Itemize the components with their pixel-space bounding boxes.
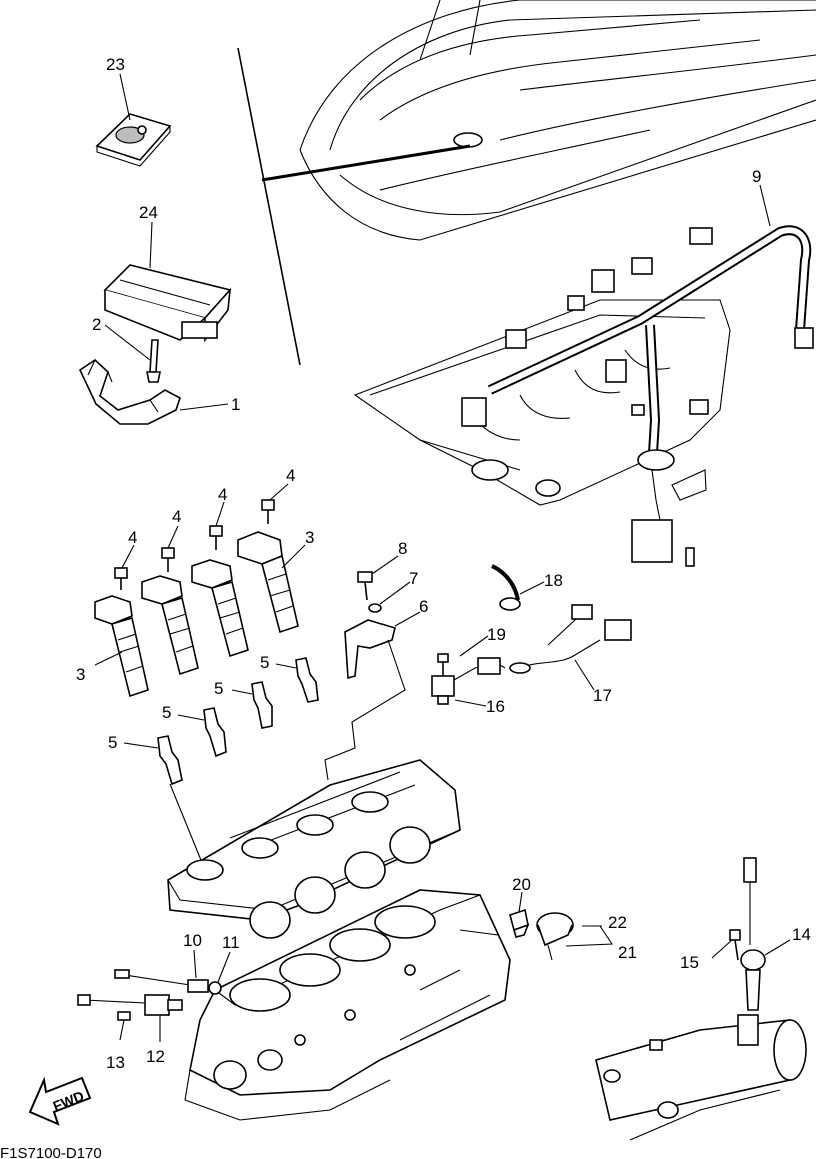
callout-7: 7 [409, 569, 418, 588]
gasket-part-11 [208, 981, 222, 995]
bracket-part-6 [344, 619, 396, 680]
callout-18: 18 [544, 571, 563, 590]
callout-2: 2 [92, 315, 101, 334]
wire-harness-part-9 [461, 225, 814, 567]
ignition-coil-2 [141, 575, 199, 676]
callout-5-a: 5 [108, 733, 117, 752]
callout-17: 17 [593, 686, 612, 705]
callout-6: 6 [419, 597, 428, 616]
ecu-module-part-24 [103, 264, 232, 343]
callout-3-right: 3 [305, 528, 314, 547]
sensor-part-12 [77, 994, 183, 1016]
callout-9: 9 [752, 167, 761, 186]
callout-22: 22 [608, 913, 627, 932]
callout-4-d: 4 [286, 466, 295, 485]
washer-part-7 [368, 603, 382, 613]
fwd-direction-arrow: FWD [28, 1076, 92, 1126]
callout-15: 15 [680, 953, 699, 972]
sensor-part-16 [431, 675, 455, 705]
key-fob-part-23 [95, 113, 172, 167]
watercraft-hull [299, 0, 816, 241]
cylinder-block [184, 889, 511, 1121]
bolt-part-8 [357, 571, 373, 601]
callout-4-b: 4 [172, 507, 181, 526]
callout-21: 21 [618, 943, 637, 962]
ignition-coil-4 [237, 531, 299, 634]
callout-4-a: 4 [128, 528, 137, 547]
callout-13: 13 [106, 1053, 125, 1072]
callout-3-left: 3 [76, 665, 85, 684]
sensor-part-14 [740, 857, 766, 1011]
callout-5-c: 5 [214, 679, 223, 698]
bolt-part-13 [117, 1011, 131, 1021]
diagram-code: F1S7100-D170 [0, 1145, 102, 1159]
callout-19: 19 [487, 625, 506, 644]
callout-5-b: 5 [162, 703, 171, 722]
callout-5-d: 5 [260, 653, 269, 672]
bolt-part-19 [437, 653, 506, 681]
bolt-part-2 [146, 339, 161, 383]
callout-16: 16 [486, 697, 505, 716]
cylinder-head [167, 759, 461, 939]
ignition-coil-1 [94, 595, 149, 698]
intake-manifold [353, 299, 731, 506]
bracket-part-1 [78, 358, 181, 425]
callout-14: 14 [792, 925, 811, 944]
callout-20: 20 [512, 875, 531, 894]
callout-4-c: 4 [218, 485, 227, 504]
wire-lead-part-17 [509, 604, 632, 674]
callout-8: 8 [398, 539, 407, 558]
callout-24: 24 [139, 203, 158, 222]
callout-11: 11 [222, 933, 240, 952]
sensor-part-20 [509, 908, 530, 938]
clamp-part-18 [491, 564, 521, 611]
sensor-part-10 [114, 969, 209, 993]
callout-23: 23 [106, 55, 125, 74]
callout-10: 10 [183, 931, 202, 950]
thermo-switch-part-22 [536, 912, 574, 961]
ignition-coil-3 [191, 559, 249, 658]
bolt-part-15 [729, 929, 741, 961]
spark-plugs-part-5 [157, 657, 319, 786]
callout-1: 1 [231, 395, 240, 414]
exhaust-pipe [595, 1014, 807, 1141]
callout-12: 12 [146, 1047, 165, 1066]
